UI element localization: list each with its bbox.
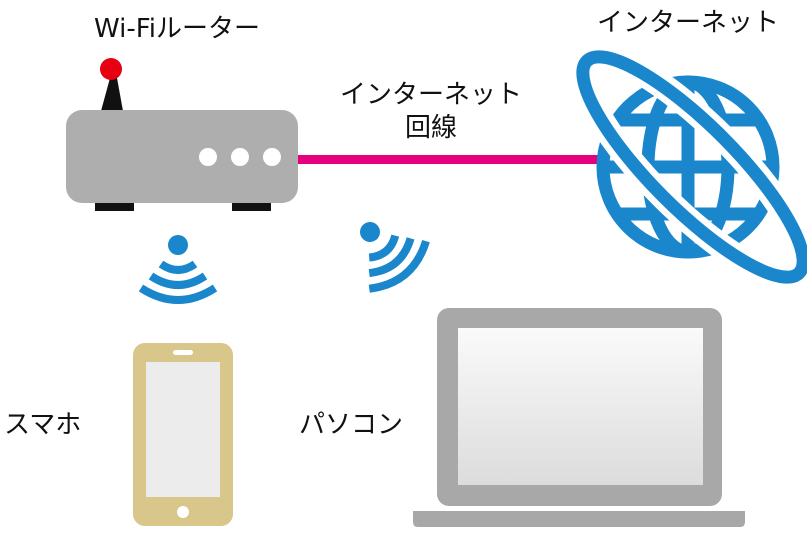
globe-icon xyxy=(569,43,807,291)
pc-label: パソコン xyxy=(299,410,404,440)
smartphone-icon xyxy=(133,343,233,526)
internet-line-label-1: インターネット xyxy=(340,80,523,110)
internet-line xyxy=(295,155,605,164)
wifi-icon xyxy=(360,222,430,293)
internet-label: インターネット xyxy=(597,8,780,38)
router-icon xyxy=(66,58,298,211)
wifi-icon xyxy=(138,235,218,304)
laptop-icon xyxy=(413,308,745,527)
internet-line-label-2: 回線 xyxy=(405,113,458,143)
smartphone-label: スマホ xyxy=(4,410,82,440)
router-label: Wi-Fiルーター xyxy=(94,14,261,44)
